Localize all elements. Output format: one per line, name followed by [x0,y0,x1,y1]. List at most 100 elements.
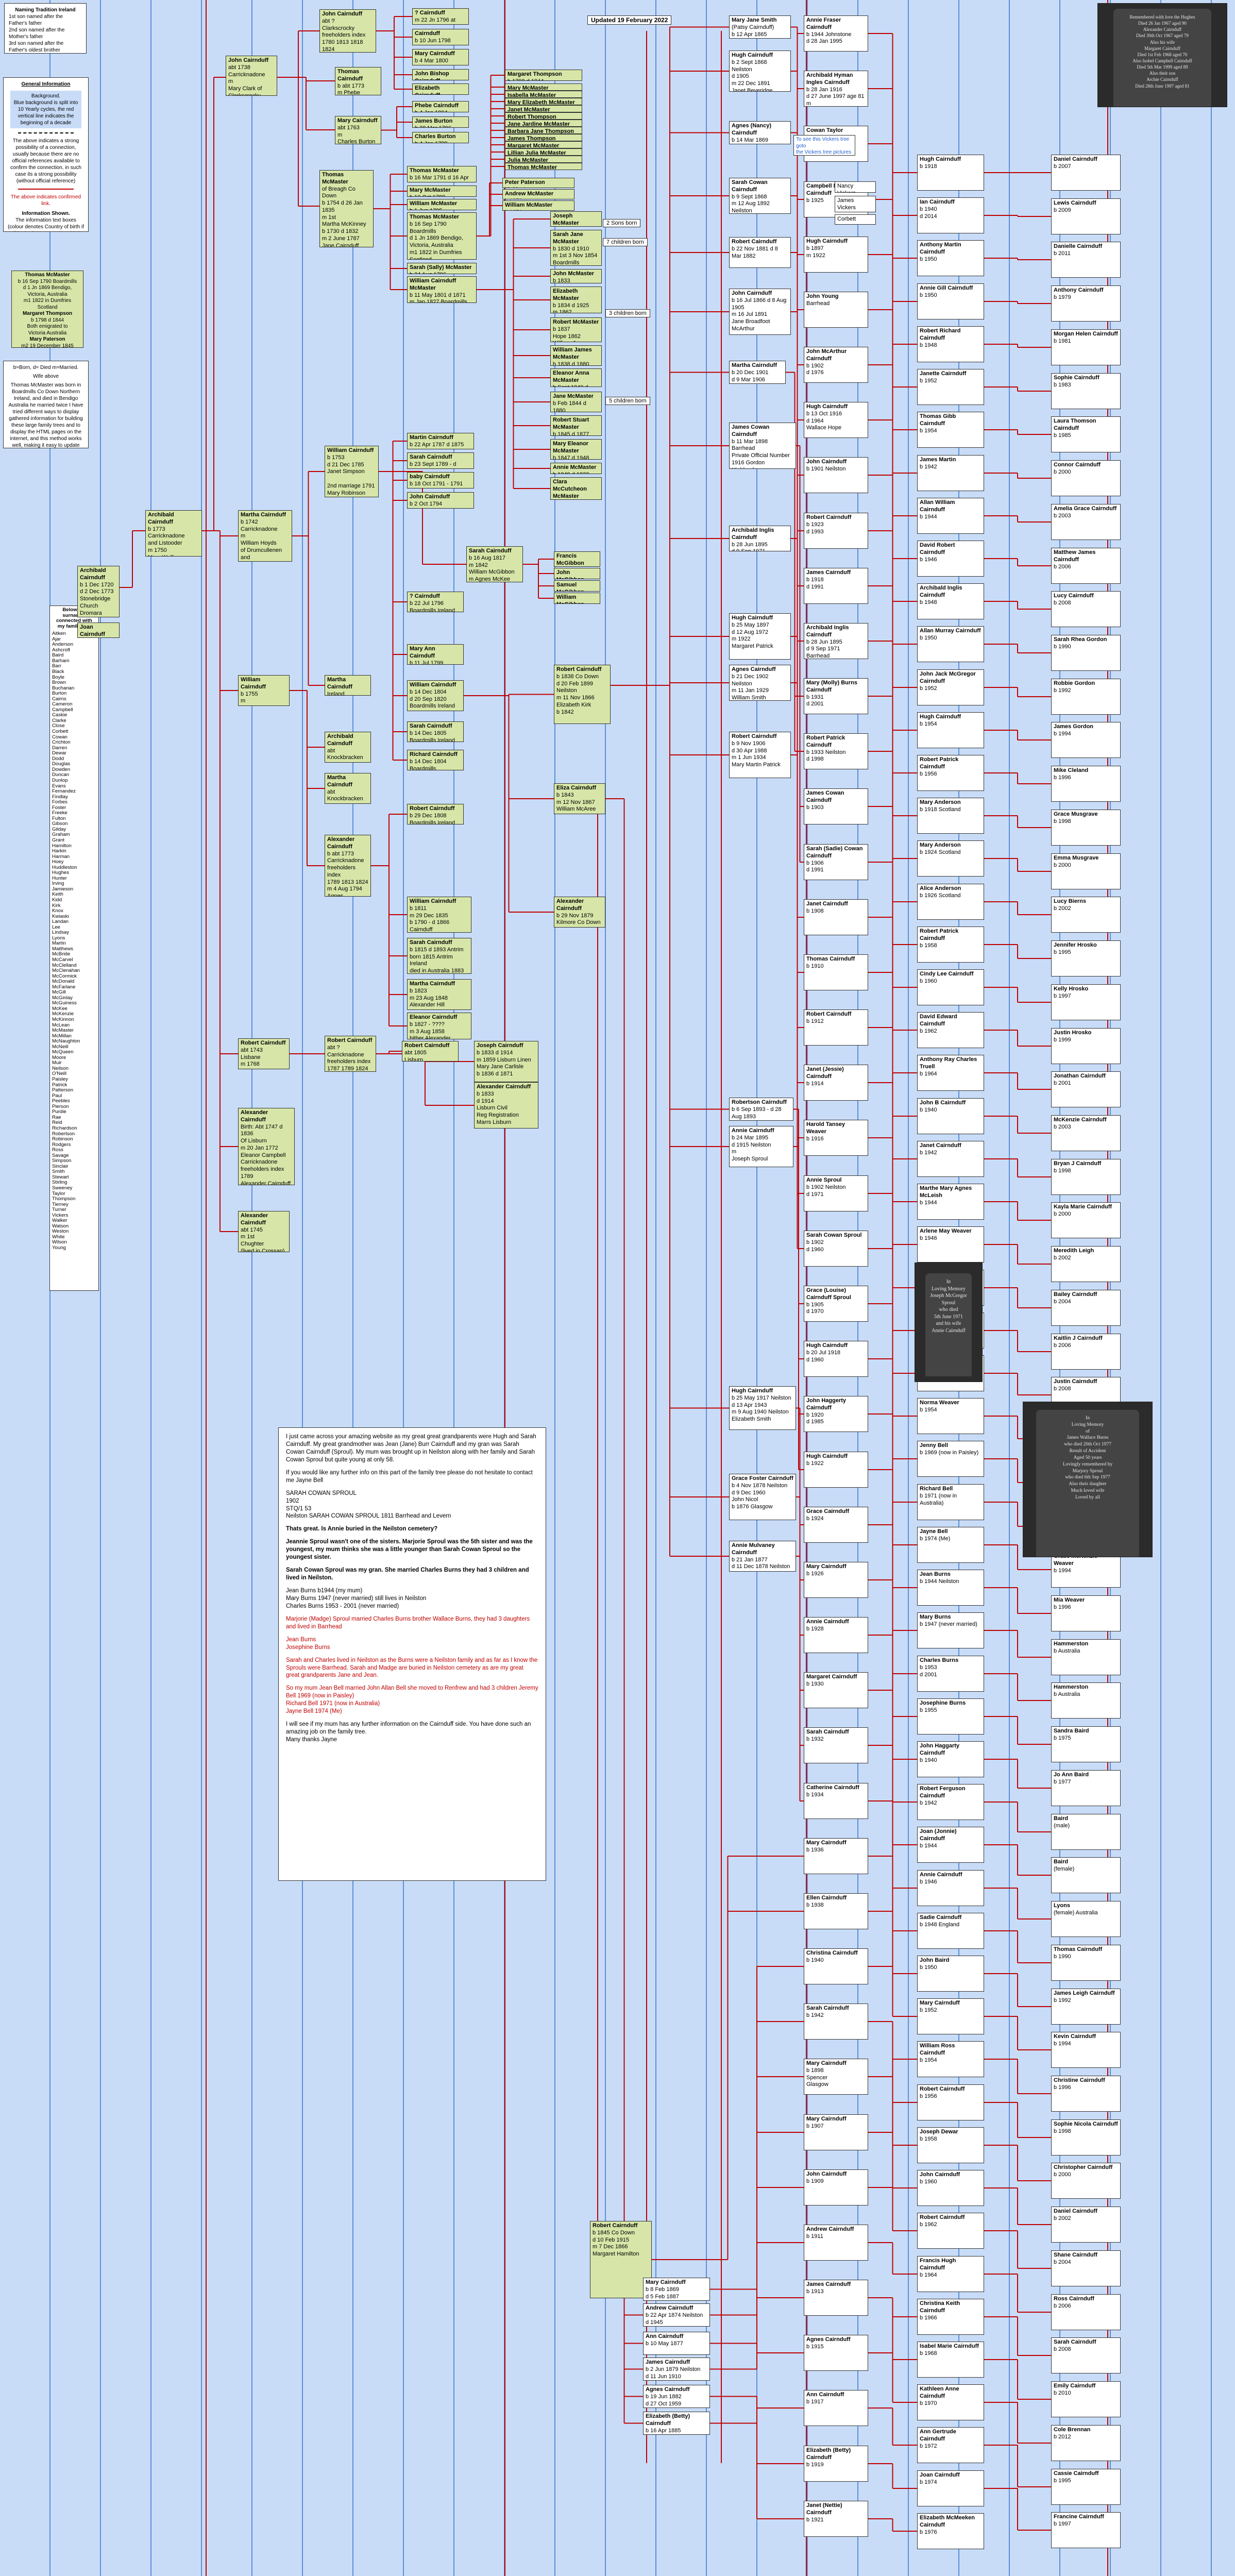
surname-item[interactable]: Harman [52,853,70,860]
surname-item[interactable]: Hunter [52,875,67,881]
surname-item[interactable]: McClelland [52,962,77,968]
surname-item[interactable]: Robinson [52,1136,73,1142]
surname-item[interactable]: McMaster [52,1028,74,1034]
surname-item[interactable]: Lyons [52,935,65,941]
surname-item[interactable]: Sinclair [52,1163,69,1169]
surname-item[interactable]: Boyle [52,674,64,680]
surname-item[interactable]: McCormick [52,973,77,979]
descendant-person[interactable]: Lyons(female) Australia [1051,1901,1121,1937]
surname-item[interactable]: Kidd [52,897,62,903]
surname-item[interactable]: Wilson [52,1239,67,1245]
surname-item[interactable]: Turner [52,1207,66,1213]
gen5-person[interactable]: Francis McGibbonb 10 Dec 1842 d 1845 [554,551,600,567]
surname-item[interactable]: Simpson [52,1158,72,1164]
surname-item[interactable]: Lee [52,924,61,930]
surname-item[interactable]: Patterson [52,1087,74,1093]
surname-item[interactable]: Cameron [52,701,73,708]
surname-item[interactable]: Richardson [52,1125,77,1131]
gen4-person[interactable]: Charles Burtonb 4 Jan 1799 Boardmills [412,132,469,143]
surname-item[interactable]: Duncan [52,772,70,778]
surname-item[interactable]: Jamieson [52,886,74,892]
surname-item[interactable]: McMillan [52,1033,72,1039]
surname-item[interactable]: Rae [52,1114,61,1120]
surname-item[interactable]: Martin [52,940,66,947]
surname-item[interactable]: Lindsay [52,930,70,936]
surname-item[interactable]: Cowan [52,734,67,740]
surname-item[interactable]: McBride [52,951,71,957]
surname-item[interactable]: Barr [52,663,62,669]
surname-item[interactable]: Findlay [52,794,68,800]
surname-item[interactable]: Caskie [52,712,67,718]
surname-item[interactable]: Knox [52,908,63,914]
surname-item[interactable]: Burton [52,691,67,697]
surname-item[interactable]: McCarvel [52,957,73,963]
surname-item[interactable]: Young [52,1244,66,1251]
